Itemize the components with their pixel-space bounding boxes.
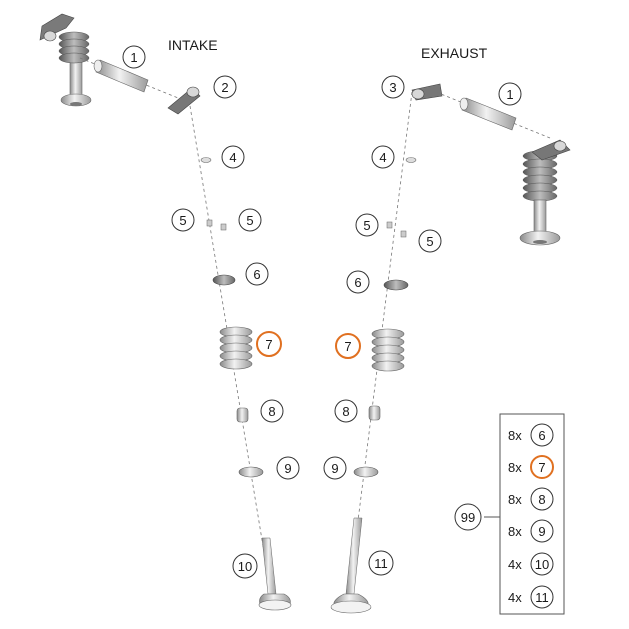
kit-row-1: 8x 7	[508, 455, 554, 479]
svg-text:5: 5	[179, 213, 186, 228]
kit-part: 11	[535, 590, 549, 605]
kit-qty: 4x	[508, 557, 522, 572]
kit-frame	[499, 413, 565, 615]
intake-spring	[219, 326, 253, 370]
svg-text:10: 10	[238, 559, 252, 574]
intake-rocker-shaft	[79, 57, 179, 99]
callout-intake-7[interactable]: 7	[256, 331, 282, 357]
kit-row-0: 8x 6	[508, 423, 554, 447]
kit-part: 8	[538, 492, 545, 507]
svg-text:7: 7	[265, 337, 272, 352]
exhaust-keeper-a	[386, 221, 393, 229]
callout-exhaust-3[interactable]: 3	[381, 75, 405, 99]
kit-number-callout[interactable]: 99	[454, 503, 482, 531]
callout-intake-5b[interactable]: 5	[238, 208, 262, 232]
kit-row-2: 8x 8	[508, 487, 554, 511]
kit-part: 9	[538, 524, 545, 539]
callout-intake-5a[interactable]: 5	[171, 208, 195, 232]
callout-exhaust-5b[interactable]: 5	[418, 229, 442, 253]
callout-intake-1[interactable]: 1	[122, 45, 146, 69]
callout-exhaust-9[interactable]: 9	[323, 456, 347, 480]
intake-rocker-arm	[167, 86, 201, 115]
callout-intake-6[interactable]: 6	[245, 262, 269, 286]
exhaust-keeper-b	[400, 230, 407, 238]
svg-text:7: 7	[344, 339, 351, 354]
callout-intake-4[interactable]: 4	[221, 145, 245, 169]
exhaust-retainer	[383, 279, 409, 291]
intake-title: INTAKE	[168, 37, 218, 53]
intake-shim	[200, 157, 212, 163]
callout-intake-8[interactable]: 8	[260, 399, 284, 423]
svg-text:4: 4	[379, 150, 386, 165]
exhaust-rocker-arm	[411, 83, 443, 101]
kit-qty: 4x	[508, 590, 522, 605]
svg-text:5: 5	[426, 234, 433, 249]
exhaust-rocker-shaft	[435, 91, 551, 139]
exhaust-shim	[405, 157, 417, 163]
svg-text:5: 5	[246, 213, 253, 228]
svg-text:8: 8	[268, 404, 275, 419]
callout-exhaust-6[interactable]: 6	[346, 270, 370, 294]
exhaust-stem-seal	[368, 405, 381, 421]
exhaust-title: EXHAUST	[421, 45, 488, 61]
kit-qty: 8x	[508, 492, 522, 507]
svg-text:4: 4	[229, 150, 236, 165]
exhaust-assembled-valve	[519, 139, 571, 246]
svg-text:6: 6	[253, 267, 260, 282]
svg-text:9: 9	[284, 461, 291, 476]
kit-box: 99 8x 6 8x 7 8x 8 8x 9 4x 10 4x	[454, 413, 565, 615]
callout-exhaust-11[interactable]: 11	[368, 550, 394, 576]
svg-text:6: 6	[354, 275, 361, 290]
svg-text:11: 11	[374, 556, 388, 571]
svg-text:1: 1	[506, 87, 513, 102]
svg-text:5: 5	[363, 218, 370, 233]
intake-stem-seal	[236, 407, 249, 423]
exhaust-spring-seat	[353, 466, 379, 478]
kit-row-4: 4x 10	[508, 552, 554, 576]
callouts: 1 2 4 5 5 6 7 8 9 10 3 1 4 5 5 6 7 8 9 1…	[122, 45, 522, 579]
callout-exhaust-5a[interactable]: 5	[355, 213, 379, 237]
kit-part: 6	[538, 428, 545, 443]
svg-text:1: 1	[130, 50, 137, 65]
intake-valve	[258, 537, 292, 611]
intake-keeper-a	[206, 219, 213, 227]
svg-text:99: 99	[461, 510, 475, 525]
exhaust-assembly	[330, 83, 571, 614]
svg-text:9: 9	[331, 461, 338, 476]
kit-row-3: 8x 9	[508, 519, 554, 543]
callout-exhaust-7[interactable]: 7	[335, 333, 361, 359]
exhaust-spring	[371, 328, 405, 372]
kit-qty: 8x	[508, 524, 522, 539]
callout-intake-10[interactable]: 10	[232, 553, 258, 579]
callout-intake-9[interactable]: 9	[276, 456, 300, 480]
intake-assembled-valve	[39, 13, 92, 107]
kit-part: 10	[535, 557, 549, 572]
kit-part: 7	[538, 460, 545, 475]
intake-spring-seat	[238, 466, 264, 478]
callout-intake-2[interactable]: 2	[213, 75, 237, 99]
callout-exhaust-8[interactable]: 8	[334, 399, 358, 423]
kit-qty: 8x	[508, 428, 522, 443]
svg-text:3: 3	[389, 80, 396, 95]
kit-row-5: 4x 11	[508, 585, 554, 609]
svg-text:2: 2	[221, 80, 228, 95]
exhaust-valve	[330, 517, 372, 614]
callout-exhaust-1[interactable]: 1	[498, 82, 522, 106]
kit-qty: 8x	[508, 460, 522, 475]
intake-retainer	[212, 274, 236, 286]
intake-assembly	[39, 13, 292, 611]
svg-text:8: 8	[342, 404, 349, 419]
callout-exhaust-4[interactable]: 4	[371, 145, 395, 169]
intake-keeper-b	[220, 223, 227, 231]
